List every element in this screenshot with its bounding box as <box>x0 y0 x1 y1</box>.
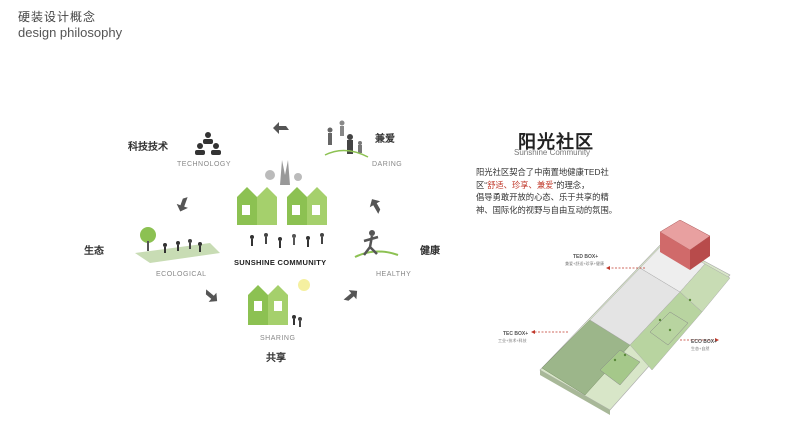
tec-box-sub: 工业+技术+科技 <box>498 338 527 343</box>
concept-wheel: 科技技术 TECHNOLOGY 兼爱 DARING 生态 ECOLOGICAL … <box>84 105 440 365</box>
node-label-daring-cn: 兼爱 <box>375 134 395 145</box>
axonometric-plan <box>531 220 731 415</box>
node-label-technology-cn: 科技技术 <box>128 142 168 153</box>
info-line-3: 倡导勇敢开放的心态、乐于共享的精 <box>476 192 609 202</box>
tec-box-title: TEC BOX+ <box>503 331 529 337</box>
wheel-center-title: SUNSHINE COMMUNITY <box>234 258 327 267</box>
node-label-ecological-en: ECOLOGICAL <box>156 271 207 278</box>
rotate-arrow-icon <box>369 199 381 214</box>
node-label-sharing-cn: 共享 <box>266 353 286 364</box>
rotate-arrow-icon <box>205 289 218 302</box>
info-line-2: 区“舒适、珍享、兼爱”的理念， <box>476 179 590 190</box>
info-title-cn: 阳光社区 <box>518 132 594 152</box>
ted-box-title: TED BOX+ <box>573 254 599 260</box>
info-line-4: 神、国际化的视野与自由互动的氛围。 <box>476 204 618 215</box>
info-line-1: 阳光社区契合了中南置地健康TED社 <box>476 167 609 177</box>
ted-box-sub: 兼爱+舒适+珍享+健康 <box>565 261 605 266</box>
rotate-arrow-icon <box>176 197 188 212</box>
node-label-daring-en: DARING <box>372 161 403 168</box>
node-label-technology-en: TECHNOLOGY <box>177 161 232 168</box>
rotate-arrow-icon <box>273 122 289 134</box>
node-label-ecological-cn: 生态 <box>84 246 104 257</box>
people-walking-icon <box>324 120 369 158</box>
community-center-icon <box>237 160 327 248</box>
node-label-sharing-en: SHARING <box>260 335 296 342</box>
sharing-houses-icon <box>248 279 310 327</box>
info-paragraph: 阳光社区契合了中南置地健康TED社 区“舒适、珍享、兼爱”的理念， 倡导勇敢开放… <box>476 166 656 216</box>
info-title-en: Sunshine Community <box>514 148 591 157</box>
eco-box-sub: 生态+自然 <box>691 346 710 351</box>
runner-icon <box>354 230 399 258</box>
people-group-icon <box>195 132 221 155</box>
eco-box-title: ECO BOX+ <box>691 339 717 345</box>
rotate-arrow-icon <box>343 290 358 301</box>
park-scene-icon <box>135 227 220 263</box>
node-label-healthy-en: HEALTHY <box>376 271 412 278</box>
info-highlight: 舒适、珍享、兼爱 <box>487 179 554 190</box>
node-label-healthy-cn: 健康 <box>420 246 440 257</box>
page-title-cn: 硬装设计概念 <box>18 10 97 24</box>
page-title-en: design philosophy <box>18 25 123 40</box>
